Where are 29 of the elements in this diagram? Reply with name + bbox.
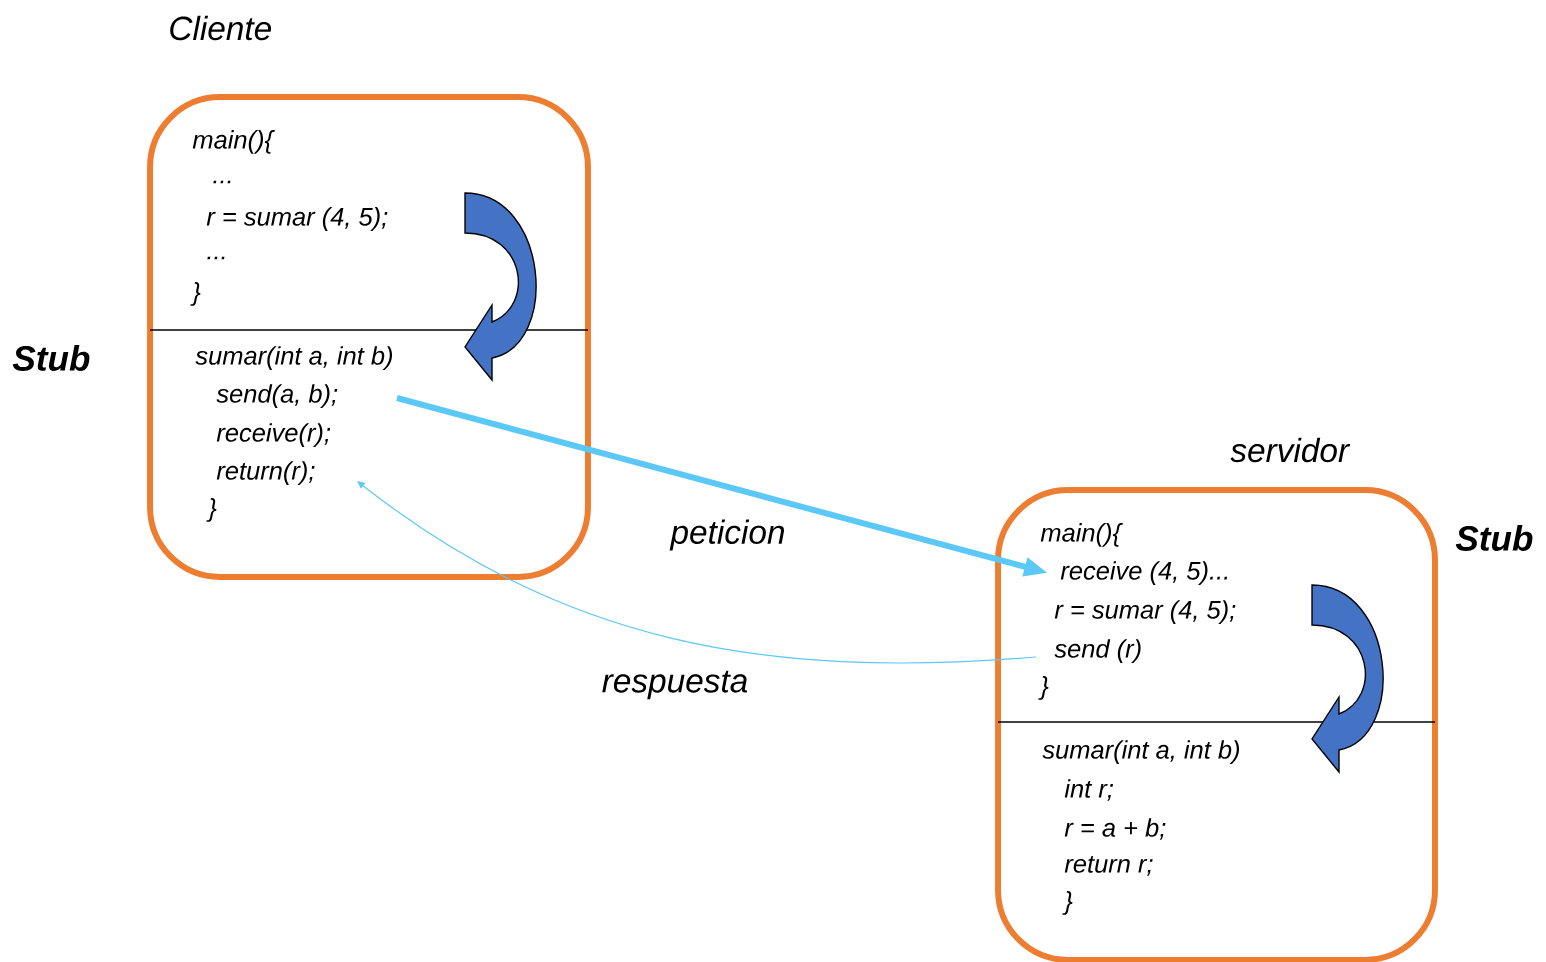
code-line: } (190, 282, 201, 306)
arrow (357, 481, 1037, 664)
code-line: receive (4, 5)... (1060, 561, 1228, 585)
code-line: return(r); (216, 461, 315, 485)
heading: Cliente (170, 15, 271, 41)
side-label: Stub (12, 345, 90, 371)
side-label: Stub (1455, 525, 1533, 551)
code-line: main(){ (1040, 523, 1123, 547)
code-line: } (206, 498, 217, 522)
code-line: } (1062, 891, 1073, 915)
code-line: } (1038, 676, 1049, 700)
curved-arrow (464, 192, 537, 381)
edge-label: peticion (669, 519, 784, 551)
code-line: sumar(int a, int b) (195, 346, 392, 370)
code-line: int r; (1064, 779, 1114, 801)
code-line: r = sumar (4, 5); (1054, 600, 1236, 624)
code-line: r = a + b; (1064, 818, 1166, 840)
curved-arrow (1311, 584, 1384, 773)
code-line: send (r) (1054, 639, 1141, 663)
code-line: ... (207, 256, 225, 260)
code-line: r = sumar (4, 5); (206, 207, 388, 231)
code-line: sumar(int a, int b) (1042, 740, 1239, 764)
code-line: main(){ (192, 130, 275, 154)
code-line: send(a, b); (216, 384, 338, 408)
edge-label: respuesta (602, 670, 748, 700)
heading: servidor (1230, 437, 1351, 463)
code-line: receive(r); (216, 423, 331, 447)
code-line: ... (213, 180, 231, 184)
code-line: return r; (1064, 856, 1153, 876)
